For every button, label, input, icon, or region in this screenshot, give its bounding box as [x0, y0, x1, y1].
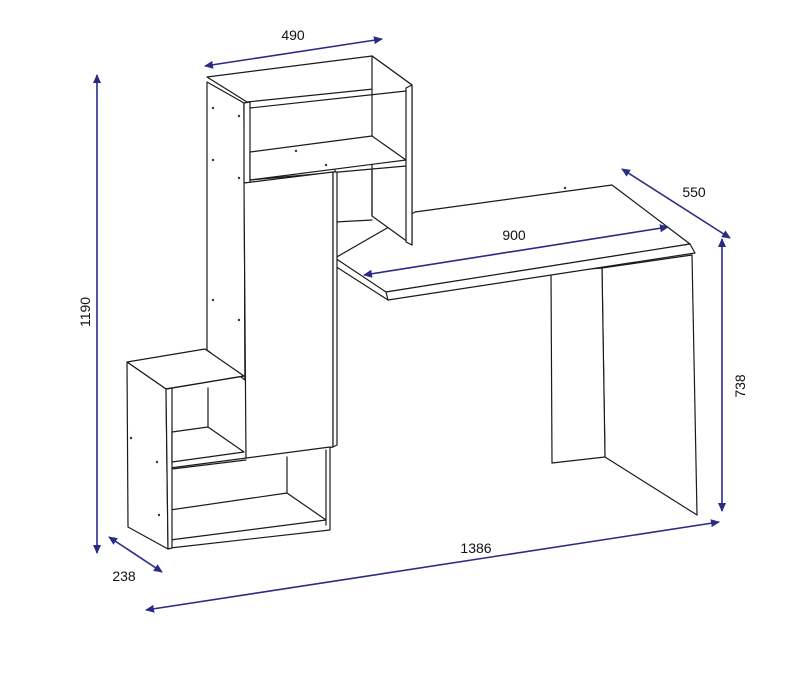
cabinet-depth-label: 238 [112, 568, 136, 584]
column-door-edge [332, 171, 338, 448]
hutch-front-left [243, 101, 251, 184]
desk-depth-line [621, 168, 731, 239]
desk-inner-leg-panel [550, 267, 606, 464]
cabinet-side-panel [126, 361, 169, 550]
hutch-width-label: 490 [281, 27, 305, 43]
desk-height-label: 738 [732, 374, 748, 398]
column-door [243, 171, 334, 461]
desk-depth-label: 550 [682, 184, 706, 200]
cabinet-depth-line [108, 536, 163, 573]
bottom-left-cabinet [126, 348, 247, 550]
desk-right-leg-panel [601, 254, 698, 516]
assembly-holes [129, 106, 567, 517]
hutch-right-front [405, 84, 413, 246]
column-side-panel [206, 81, 246, 381]
total-width-label: 1386 [460, 540, 491, 556]
desk-top-width-line [363, 224, 669, 278]
hutch-width-line [204, 36, 383, 69]
total-width-line [145, 519, 720, 613]
cabinet-shelf [171, 426, 245, 463]
storage-column [169, 55, 413, 549]
total-height-label: 1190 [77, 297, 93, 327]
desk-top-width-label: 900 [502, 227, 526, 243]
furniture-outline [126, 55, 698, 550]
hutch-shelf [249, 135, 407, 181]
dimension-lines: 490 550 900 1190 738 1386 238 [77, 27, 748, 613]
